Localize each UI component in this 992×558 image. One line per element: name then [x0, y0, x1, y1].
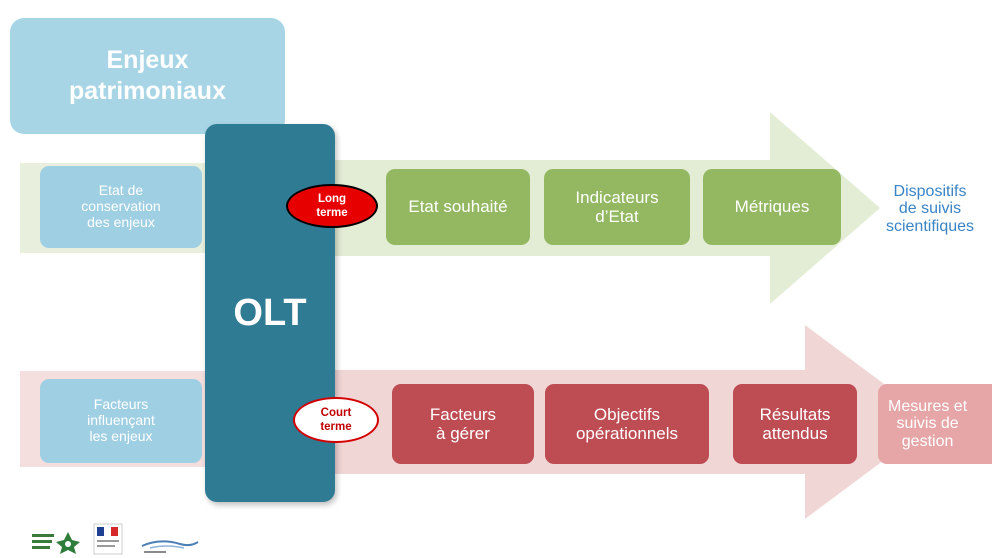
resultats-attendus-box: Résultats attendus — [733, 384, 857, 464]
republique-francaise-logo — [93, 523, 123, 555]
etat-conservation-box: Etat de conservation des enjeux — [40, 166, 202, 248]
facteurs-a-gerer-box: Facteurs à gérer — [392, 384, 534, 464]
etat-souhaite-box: Etat souhaité — [386, 169, 530, 245]
court-terme-badge: Court terme — [293, 397, 379, 443]
agence-biodiversite-logo — [141, 540, 199, 553]
mesures-suivis-gestion-box: Mesures et suivis de gestion — [878, 384, 992, 464]
olt-bar: OLT — [205, 124, 335, 502]
long-terme-badge: Long terme — [286, 184, 378, 228]
indicateurs-etat-box: Indicateurs d’Etat — [544, 169, 690, 245]
reserves-naturelles-logo — [32, 532, 80, 554]
dispositifs-suivis-label: Dispositifs de suivis scientifiques — [885, 182, 975, 235]
facteurs-influencant-box: Facteurs influençant les enjeux — [40, 379, 202, 463]
enjeux-patrimoniaux-box: Enjeux patrimoniaux — [10, 18, 285, 134]
metriques-box: Métriques — [703, 169, 841, 245]
objectifs-operationnels-box: Objectifs opérationnels — [545, 384, 709, 464]
